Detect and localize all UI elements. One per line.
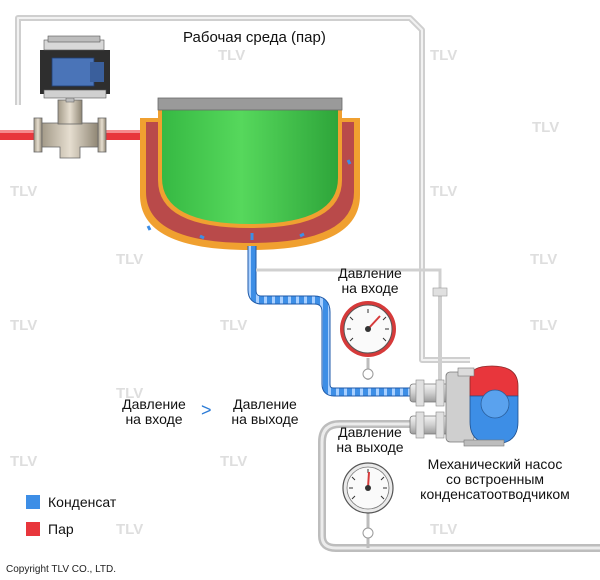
inlet-pressure-label-left-line2: на входе [125, 411, 183, 427]
pump-title-line3: конденсатоотводчиком [420, 486, 570, 502]
pump-title-line1: Механический насос [427, 456, 563, 472]
pump-title: Механический насос со встроенным конденс… [410, 457, 580, 502]
watermark-layer: TLV TLV TLV TLV TLV TLV TLV TLV TLV TLV … [10, 47, 559, 538]
watermark: TLV [430, 521, 457, 538]
watermark: TLV [220, 317, 247, 334]
watermark: TLV [116, 385, 143, 402]
watermark: TLV [10, 317, 37, 334]
inlet-pressure-label-top-line2: на входе [341, 280, 399, 296]
watermark: TLV [116, 521, 143, 538]
mechanical-pump [409, 365, 519, 447]
inlet-pressure-label-left-line1: Давление [122, 396, 186, 412]
legend-swatch-condensate [26, 495, 40, 509]
watermark: TLV [220, 453, 247, 470]
legend-label-condensate: Конденсат [48, 494, 117, 510]
watermark: TLV [10, 453, 37, 470]
inlet-pressure-label-top-line1: Давление [338, 265, 402, 281]
inlet-pressure-tap [256, 268, 448, 380]
jacketed-vessel [140, 97, 360, 250]
pump-title-line2: со встроенным [445, 471, 545, 487]
steam-supply-line [15, 15, 470, 363]
outlet-pressure-label-mid-line2: на выходе [231, 411, 299, 427]
working-medium-label: Рабочая среда (пар) [183, 29, 326, 46]
watermark: TLV [530, 317, 557, 334]
outlet-pressure-gauge [342, 462, 394, 548]
watermark: TLV [10, 183, 37, 200]
inlet-pressure-label-top: Давление на входе [330, 266, 410, 296]
watermark: TLV [430, 47, 457, 64]
copyright: Copyright TLV CO., LTD. [6, 564, 117, 575]
control-valve [33, 35, 110, 159]
watermark: TLV [532, 119, 559, 136]
watermark: TLV [116, 251, 143, 268]
outlet-line [318, 420, 600, 552]
watermark: TLV [218, 47, 245, 64]
inlet-pressure-gauge [340, 301, 396, 380]
watermark: TLV [530, 251, 557, 268]
condensate-hose [247, 246, 415, 397]
outlet-pressure-label-mid: Давление на выходе [222, 397, 308, 427]
legend-label-steam: Пар [48, 521, 74, 537]
outlet-pressure-label-right-line2: на выходе [336, 439, 404, 455]
watermark: TLV [430, 183, 457, 200]
outlet-pressure-label-mid-line1: Давление [233, 396, 297, 412]
inlet-pressure-label-left: Давление на входе [116, 397, 192, 427]
greater-than-sign: > [201, 400, 212, 420]
outlet-pressure-label-right-line1: Давление [338, 424, 402, 440]
outlet-pressure-label-right: Давление на выходе [330, 425, 410, 455]
legend-swatch-steam [26, 522, 40, 536]
